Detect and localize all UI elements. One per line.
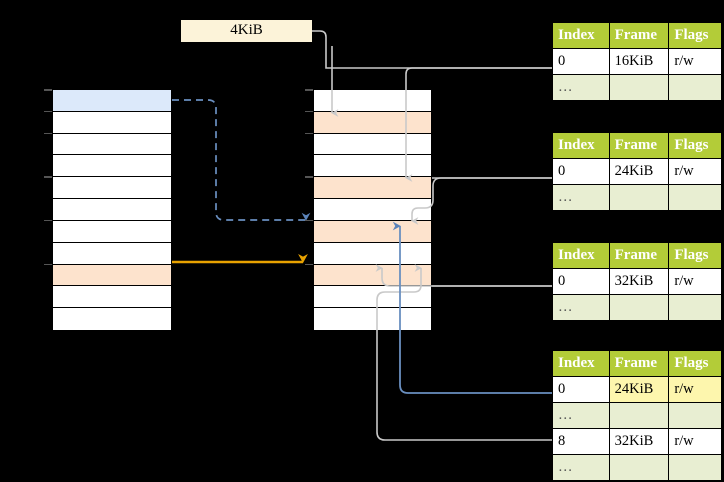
page-table-3-r1-index: … — [552, 294, 610, 321]
page-table-2-header-frame: Frame — [608, 132, 670, 159]
virtual-row-cell-1 — [53, 111, 171, 134]
physical-row-cell-5 — [314, 199, 431, 221]
page-table-1-r0-flags: r/w — [668, 48, 722, 75]
virtual-row-cell-8 — [53, 264, 171, 287]
vcol-tick-1 — [44, 110, 52, 113]
physical-row-cell-10 — [314, 308, 431, 330]
page-table-1-header-flags: Flags — [668, 22, 722, 49]
pcol-tick-6 — [305, 219, 313, 222]
physical-row-cell-6 — [314, 220, 431, 243]
page-table-2-header-flags: Flags — [668, 132, 722, 159]
page-table-4-r1-flags — [668, 402, 722, 429]
page-table-4-r1-index: … — [552, 402, 610, 429]
physical-row-cell-7 — [314, 242, 431, 265]
vcol-tick-2 — [44, 132, 52, 135]
table-row: … — [552, 294, 722, 321]
virtual-row-cell-7 — [53, 242, 171, 265]
virtual-address-space-column — [52, 89, 172, 330]
page-table-1-r0-frame: 16KiB — [608, 48, 670, 75]
page-table-4-r3-flags — [668, 454, 722, 481]
physical-row-cell-4 — [314, 177, 431, 200]
page-table-3-r0-frame: 32KiB — [608, 268, 670, 295]
page-table-4-r2-index: 8 — [552, 428, 610, 455]
page-size-chip: 4KiB — [181, 20, 312, 42]
page-table-4-header-frame: Frame — [608, 350, 670, 377]
virtual-row-cell-9 — [53, 286, 171, 309]
page-table-1-header-frame: Frame — [608, 22, 670, 49]
page-table-2-r1-frame — [608, 184, 670, 211]
page-table-4-r0-index: 0 — [552, 376, 610, 403]
virtual-row-cell-2 — [53, 133, 171, 156]
page-size-label: 4KiB — [230, 22, 263, 38]
vcol-tick-8 — [44, 263, 52, 266]
page-table-1-r0-index: 0 — [552, 48, 610, 75]
page-table-3-r0-flags: r/w — [668, 268, 722, 295]
virtual-row-cell-3 — [53, 155, 171, 178]
page-table-3-header-flags: Flags — [668, 242, 722, 269]
page-table-4-header-index: Index — [552, 350, 610, 377]
pcol-tick-4 — [305, 176, 313, 178]
physical-memory-column — [313, 89, 432, 330]
vcol-tick-6 — [44, 219, 52, 222]
virtual-row-cell-5 — [53, 199, 171, 221]
page-table-3-header-frame: Frame — [608, 242, 670, 269]
pcol-tick-0 — [305, 89, 313, 91]
page-table-3-header-index: Index — [552, 242, 610, 269]
physical-row-cell-2 — [314, 133, 431, 156]
page-table-4-r2-frame: 32KiB — [608, 428, 670, 455]
page-table-1-header-index: Index — [552, 22, 610, 49]
page-table-2-r1-flags — [668, 184, 722, 211]
vcol-tick-0 — [44, 89, 52, 91]
page-table-2-r0-frame: 24KiB — [608, 158, 670, 185]
physical-row-cell-1 — [314, 111, 431, 134]
physical-row-cell-3 — [314, 155, 431, 178]
page-table-4-r2-flags: r/w — [668, 428, 722, 455]
page-table-2-header-index: Index — [552, 132, 610, 159]
page-table-2-r0-flags: r/w — [668, 158, 722, 185]
physical-row-cell-9 — [314, 286, 431, 309]
page-table-3-r1-flags — [668, 294, 722, 321]
physical-row-cell-0 — [314, 90, 431, 112]
table-row: … — [552, 454, 722, 481]
pcol-tick-2 — [305, 132, 313, 135]
page-table-3-r0-index: 0 — [552, 268, 610, 295]
page-table-4-r3-frame — [608, 454, 670, 481]
virtual-row-cell-10 — [53, 308, 171, 330]
physical-row-cell-8 — [314, 264, 431, 287]
page-table-4-r3-index: … — [552, 454, 610, 481]
vcol-tick-4 — [44, 176, 52, 178]
virtual-row-cell-6 — [53, 220, 171, 243]
pcol-tick-1 — [305, 110, 313, 113]
page-table-2-r1-index: … — [552, 184, 610, 211]
pcol-tick-8 — [305, 263, 313, 266]
page-table-3-r1-frame — [608, 294, 670, 321]
page-table-4-header-flags: Flags — [668, 350, 722, 377]
table-row: … — [552, 74, 722, 101]
page-table-1-r1-index: … — [552, 74, 610, 101]
page-table-1-r1-frame — [608, 74, 670, 101]
table-row: … — [552, 402, 722, 429]
page-table-2-r0-index: 0 — [552, 158, 610, 185]
virtual-row-cell-0 — [53, 90, 171, 112]
page-table-4-r0-frame: 24KiB — [608, 376, 670, 403]
virtual-row-cell-4 — [53, 177, 171, 200]
page-table-4-r1-frame — [608, 402, 670, 429]
table-row: … — [552, 184, 722, 211]
page-table-1-r1-flags — [668, 74, 722, 101]
page-table-4-r0-flags: r/w — [668, 376, 722, 403]
